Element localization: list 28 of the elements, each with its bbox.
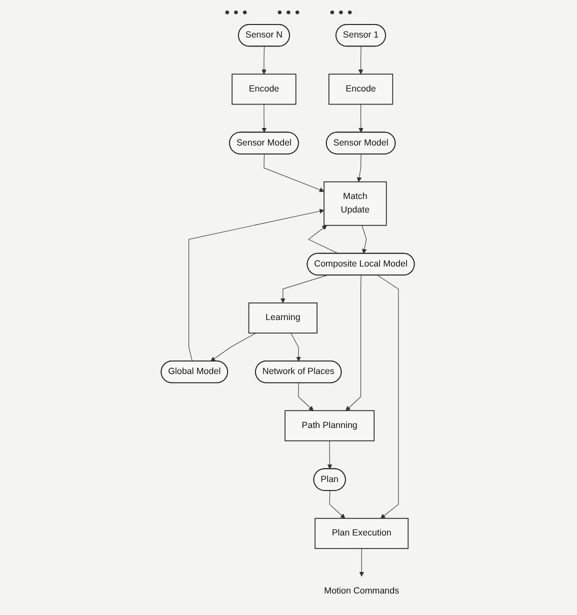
arrow bbox=[327, 440, 332, 470]
arrow bbox=[346, 275, 362, 411]
arrow bbox=[298, 382, 314, 411]
arrow bbox=[188, 208, 324, 362]
arrow bbox=[280, 275, 328, 304]
arrow bbox=[262, 104, 267, 133]
arrow bbox=[358, 46, 364, 74]
node-box: Match Update bbox=[324, 181, 387, 226]
node-box: Learning bbox=[248, 302, 318, 334]
arrow bbox=[262, 46, 266, 74]
arrow bbox=[358, 104, 364, 133]
arrow bbox=[359, 548, 364, 577]
arrow bbox=[210, 332, 256, 362]
arrow bbox=[329, 490, 346, 519]
node-box: Plan Execution bbox=[314, 518, 409, 549]
arrow bbox=[362, 225, 367, 254]
node-text: Motion Commands bbox=[324, 586, 400, 596]
ellipsis-dots: • • • bbox=[330, 4, 352, 20]
arrow bbox=[377, 275, 399, 519]
arrow bbox=[264, 154, 324, 192]
node-box: Path Planning bbox=[284, 410, 375, 442]
arrow bbox=[356, 154, 362, 182]
node-box: Encode bbox=[328, 74, 394, 105]
ellipsis-dots: • • • bbox=[277, 4, 300, 20]
arrow bbox=[308, 225, 338, 254]
node-box: Encode bbox=[232, 74, 296, 105]
arrow bbox=[290, 332, 302, 362]
ellipsis-dots: • • • bbox=[224, 4, 248, 20]
